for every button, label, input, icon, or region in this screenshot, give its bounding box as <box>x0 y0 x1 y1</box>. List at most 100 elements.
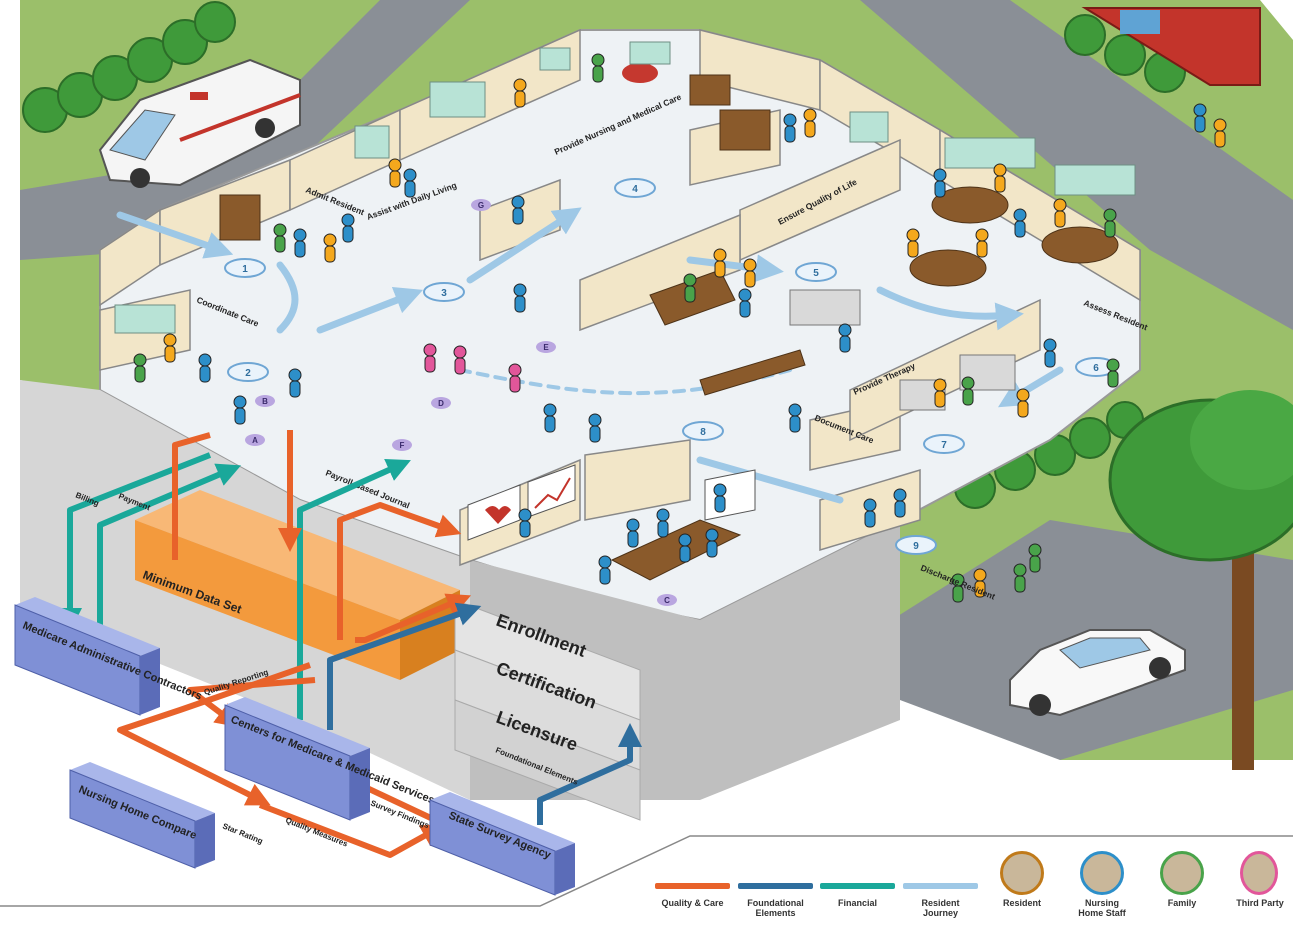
person-figure <box>683 273 697 303</box>
step-markers: 1 2 3 4 5 6 7 8 9 <box>224 178 1117 555</box>
flow-arrows <box>58 430 642 858</box>
star-rating-label: Star Rating <box>221 822 264 846</box>
svg-text:F: F <box>400 441 405 450</box>
person-figure <box>588 413 602 443</box>
person-figure <box>893 488 907 518</box>
person-figure <box>788 403 802 433</box>
staff-avatar <box>1080 851 1124 895</box>
person-figure <box>388 158 402 188</box>
letter-markers: A B C D E F G <box>245 199 677 606</box>
person-figure <box>705 528 719 558</box>
svg-text:A: A <box>252 436 258 445</box>
person-figure <box>838 323 852 353</box>
letter-e: E <box>536 341 556 353</box>
trees <box>22 1 1293 770</box>
person-figure <box>233 395 247 425</box>
step-7: 7 <box>923 434 965 454</box>
person-figure <box>508 363 522 393</box>
letter-d: D <box>431 397 451 409</box>
person-figure <box>973 568 987 598</box>
person-figure <box>738 288 752 318</box>
svg-text:C: C <box>664 596 670 605</box>
step-1: 1 <box>224 258 266 278</box>
whiteboard-chart-icon <box>527 464 576 518</box>
resident-journey-path <box>116 207 1064 504</box>
legend-resident-label: Resident <box>1002 898 1041 908</box>
person-figure <box>783 113 797 143</box>
svg-text:3: 3 <box>441 288 447 299</box>
person-figure <box>951 573 965 603</box>
legend-financial-line <box>820 883 895 889</box>
person-figure <box>1103 208 1117 238</box>
person-figure <box>933 168 947 198</box>
person-figure <box>591 53 605 83</box>
letter-c: C <box>657 594 677 606</box>
legend-quality-line <box>655 883 730 889</box>
person-figure <box>341 213 355 243</box>
person-figure <box>678 533 692 563</box>
state-survey-agency-box: State Survey Agency <box>429 792 575 896</box>
svg-text:G: G <box>478 201 484 210</box>
person-figure <box>993 163 1007 193</box>
family-avatar <box>1160 851 1204 895</box>
svg-text:5: 5 <box>813 268 819 279</box>
step-5: 5 <box>795 262 837 282</box>
svg-text:E: E <box>543 343 549 352</box>
letter-g: G <box>471 199 491 211</box>
people-figures <box>133 53 1227 603</box>
legend-third-party-label: Third Party <box>1236 898 1284 908</box>
person-figure <box>133 353 147 383</box>
svg-text:1: 1 <box>242 264 248 275</box>
person-figure <box>656 508 670 538</box>
person-figure <box>1213 118 1227 148</box>
resident-avatar <box>1000 851 1044 895</box>
person-figure <box>803 108 817 138</box>
person-figure <box>163 333 177 363</box>
svg-text:D: D <box>438 399 444 408</box>
ambulance-icon <box>98 58 301 188</box>
svg-text:B: B <box>262 397 268 406</box>
person-figure <box>1016 388 1030 418</box>
svg-text:4: 4 <box>632 184 638 195</box>
person-figure <box>453 345 467 375</box>
nursing-home-compare-box: Nursing Home Compare <box>69 762 215 869</box>
quality-measures-label: Quality Measures <box>284 816 349 849</box>
letter-b: B <box>255 395 275 407</box>
person-figure <box>513 283 527 313</box>
svg-text:8: 8 <box>700 427 706 438</box>
step-9: 9 <box>895 535 937 555</box>
legend-foundational-line <box>738 883 813 889</box>
person-figure <box>513 78 527 108</box>
legend-foundational-label: Foundational Elements <box>747 898 804 918</box>
person-figure <box>1013 563 1027 593</box>
person-figure <box>713 483 727 513</box>
person-figure <box>423 343 437 373</box>
legend-journey-line <box>903 883 978 889</box>
third-party-avatar <box>1240 851 1278 895</box>
person-figure <box>1043 338 1057 368</box>
person-figure <box>273 223 287 253</box>
person-figure <box>863 498 877 528</box>
person-figure <box>323 233 337 263</box>
person-figure <box>975 228 989 258</box>
legend-journey-label: Resident Journey <box>921 898 960 918</box>
person-figure <box>626 518 640 548</box>
svg-text:7: 7 <box>941 440 947 451</box>
svg-text:9: 9 <box>913 541 919 552</box>
car-icon <box>1009 629 1186 717</box>
legend-frame <box>0 835 1293 907</box>
person-figure <box>1053 198 1067 228</box>
person-figure <box>1193 103 1207 133</box>
person-figure <box>511 195 525 225</box>
person-figure <box>1106 358 1120 388</box>
svg-text:2: 2 <box>245 368 251 379</box>
person-figure <box>403 168 417 198</box>
person-figure <box>518 508 532 538</box>
step-8: 8 <box>682 421 724 441</box>
person-figure <box>743 258 757 288</box>
foundation-layers: Enrollment Certification Licensure <box>454 599 641 821</box>
person-figure <box>598 555 612 585</box>
whiteboard-heart-icon <box>467 484 521 541</box>
legend-staff-label: Nursing Home Staff <box>1078 898 1126 918</box>
